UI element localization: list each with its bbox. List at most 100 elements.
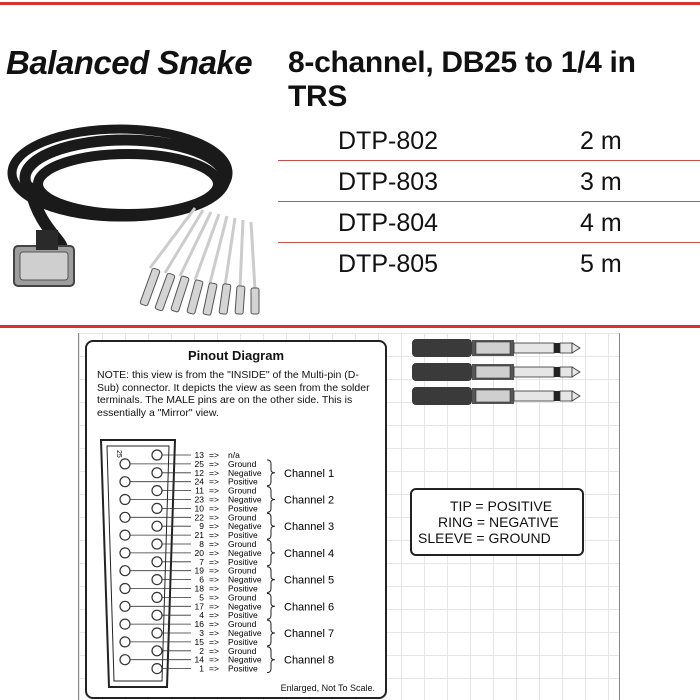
pin-arrow: =>: [209, 486, 219, 496]
pin-function: Negative: [228, 655, 262, 665]
channel-brace: [266, 459, 276, 487]
channel-brace: [266, 619, 276, 647]
cable-length: 5 m: [580, 250, 622, 278]
pin-circle: [151, 609, 163, 621]
pin-number: 19: [195, 566, 205, 576]
channel-brace: [266, 512, 276, 540]
pin-function: Negative: [228, 601, 262, 611]
pin-number: 20: [195, 548, 205, 558]
pin-circle: [119, 654, 131, 666]
channel-label: Channel 3: [284, 521, 334, 533]
pin-number: 8: [199, 539, 204, 549]
model-number: DTP-803: [338, 168, 439, 196]
pin-number: 6: [199, 575, 204, 585]
pin-arrow: =>: [209, 637, 219, 647]
pin-function: Positive: [228, 530, 258, 540]
channel-brace: [266, 566, 276, 593]
pin-arrow: =>: [209, 655, 219, 665]
pin-number: 21: [195, 530, 205, 540]
pin-number: 22: [195, 512, 205, 522]
pin-arrow: =>: [209, 548, 219, 558]
legend-sleeve-value: GROUND: [488, 530, 551, 546]
pin-function: Positive: [228, 477, 258, 487]
model-number: DTP-804: [338, 209, 439, 237]
pin-circle: [151, 627, 163, 639]
trs-plug: [412, 387, 581, 405]
pin-function: Ground: [228, 646, 257, 656]
pin-circle: [151, 556, 163, 568]
pin-function: Ground: [228, 566, 257, 576]
pin-circle: [151, 538, 163, 550]
pin-arrow: =>: [209, 477, 219, 487]
pin-function: Positive: [228, 584, 258, 594]
pin-function: Ground: [228, 592, 257, 602]
pin-arrow: =>: [209, 468, 219, 478]
pin-function: Negative: [228, 495, 262, 505]
channel-brace: [266, 486, 276, 513]
product-title: Balanced Snake: [6, 44, 253, 81]
pin-function: n/a: [228, 450, 240, 460]
legend-ring: RING = NEGATIVE: [438, 514, 559, 530]
pin-arrow: =>: [209, 512, 219, 522]
pin-number: 16: [195, 619, 205, 629]
pin-number: 15: [195, 637, 205, 647]
pin-circle: [119, 565, 131, 577]
pin-arrow: =>: [209, 584, 219, 594]
trs-legend: TIP = POSITIVE RING = NEGATIVE SLEEVE = …: [410, 488, 584, 556]
channel-label: Channel 5: [284, 575, 334, 587]
legend-tip-value: POSITIVE: [487, 498, 553, 514]
product-row: DTP-803 3 m: [278, 161, 700, 202]
legend-ring-eq: =: [476, 514, 486, 530]
pin-arrow: =>: [209, 530, 219, 540]
legend-sleeve-name: SLEEVE: [418, 530, 473, 546]
pin-function: Ground: [228, 459, 257, 469]
legend-ring-name: RING: [438, 514, 473, 530]
pin-25-label: 25: [115, 450, 122, 458]
model-number: DTP-802: [338, 127, 439, 155]
pin-number: 23: [195, 495, 205, 505]
channel-brace: [266, 539, 276, 567]
pin-number: 11: [195, 486, 204, 496]
db25-pinout-drawing: 251313=>n/a25=>Ground12=>Negative24=>Pos…: [99, 439, 334, 688]
pinout-title: Pinout Diagram: [187, 348, 285, 363]
channel-brace: [266, 646, 276, 674]
pin-function: Ground: [228, 486, 257, 496]
channel-label: Channel 6: [284, 601, 334, 613]
pin-number: 7: [199, 557, 204, 567]
channel-label: Channel 8: [284, 655, 334, 667]
pin-arrow: =>: [209, 503, 219, 513]
pin-number: 5: [199, 592, 204, 602]
pin-arrow: =>: [209, 557, 219, 567]
db25-shell-inner: [106, 445, 170, 682]
pin-function: Positive: [228, 503, 258, 513]
pin-arrow: =>: [209, 566, 219, 576]
pin-number: 24: [195, 477, 205, 487]
pin-arrow: =>: [209, 601, 219, 611]
pin-arrow: =>: [209, 592, 219, 602]
legend-tip-name: TIP: [450, 498, 472, 514]
product-row: DTP-805 5 m: [278, 243, 700, 283]
pin-circle: [119, 529, 131, 541]
pin-function: Positive: [228, 610, 258, 620]
pin-number: 17: [195, 601, 205, 611]
pin-arrow: =>: [209, 459, 219, 469]
cable-length: 4 m: [580, 209, 622, 237]
pin-arrow: =>: [209, 610, 219, 620]
trs-plug-icon: [412, 339, 581, 405]
pin-circle: [151, 663, 163, 675]
pin-circle: [119, 493, 131, 506]
pinout-note: NOTE: this view is from the "INSIDE" of …: [97, 369, 370, 419]
pin-circle: [119, 511, 131, 523]
channel-label: Channel 1: [284, 468, 334, 480]
pin-number: 9: [199, 521, 204, 531]
pin-circle: [119, 600, 131, 612]
channel-label: Channel 2: [284, 495, 334, 507]
pin-function: Ground: [228, 619, 257, 629]
pin-circle: [151, 485, 163, 497]
pin-circle: [151, 502, 163, 514]
pin-circle: [119, 458, 131, 470]
pin-circle: [119, 476, 131, 488]
pinout-diagram-panel: Pinout Diagram NOTE: this view is from t…: [85, 340, 387, 699]
channel-label: Channel 7: [284, 628, 334, 640]
top-accent-rule: [0, 2, 700, 5]
